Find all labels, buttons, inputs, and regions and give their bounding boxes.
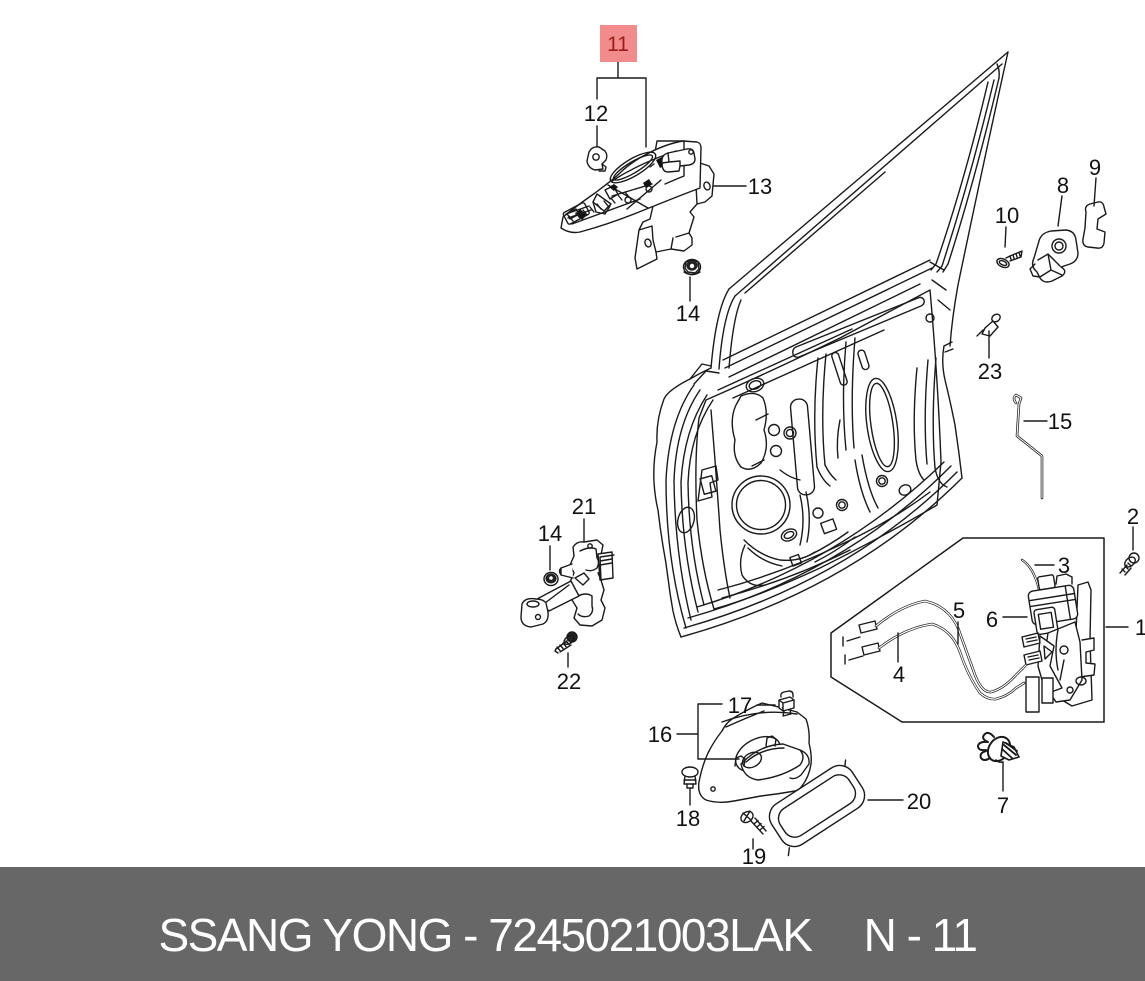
svg-text:10: 10	[995, 203, 1019, 228]
svg-text:14: 14	[676, 301, 700, 326]
svg-text:11: 11	[607, 33, 629, 56]
svg-text:15: 15	[1048, 409, 1072, 434]
svg-text:6: 6	[986, 607, 998, 632]
svg-text:12: 12	[584, 101, 608, 126]
svg-text:23: 23	[978, 359, 1002, 384]
svg-text:8: 8	[1057, 173, 1069, 198]
svg-text:22: 22	[557, 669, 581, 694]
svg-text:21: 21	[572, 494, 596, 519]
svg-text:N - 11: N - 11	[864, 909, 977, 961]
svg-text:1: 1	[1135, 615, 1145, 640]
svg-text:9: 9	[1089, 155, 1101, 180]
svg-text:13: 13	[748, 174, 772, 199]
svg-text:7: 7	[997, 793, 1009, 818]
svg-text:18: 18	[676, 806, 700, 831]
svg-text:5: 5	[953, 598, 965, 623]
svg-text:19: 19	[742, 844, 766, 869]
svg-text:20: 20	[907, 789, 931, 814]
svg-text:2: 2	[1127, 504, 1139, 529]
svg-text:4: 4	[893, 662, 905, 687]
svg-text:SSANG YONG - 7245021003LAK: SSANG YONG - 7245021003LAK	[158, 909, 813, 961]
svg-text:16: 16	[648, 722, 672, 747]
svg-text:3: 3	[1058, 553, 1070, 578]
svg-text:14: 14	[538, 521, 562, 546]
svg-text:17: 17	[728, 693, 752, 718]
